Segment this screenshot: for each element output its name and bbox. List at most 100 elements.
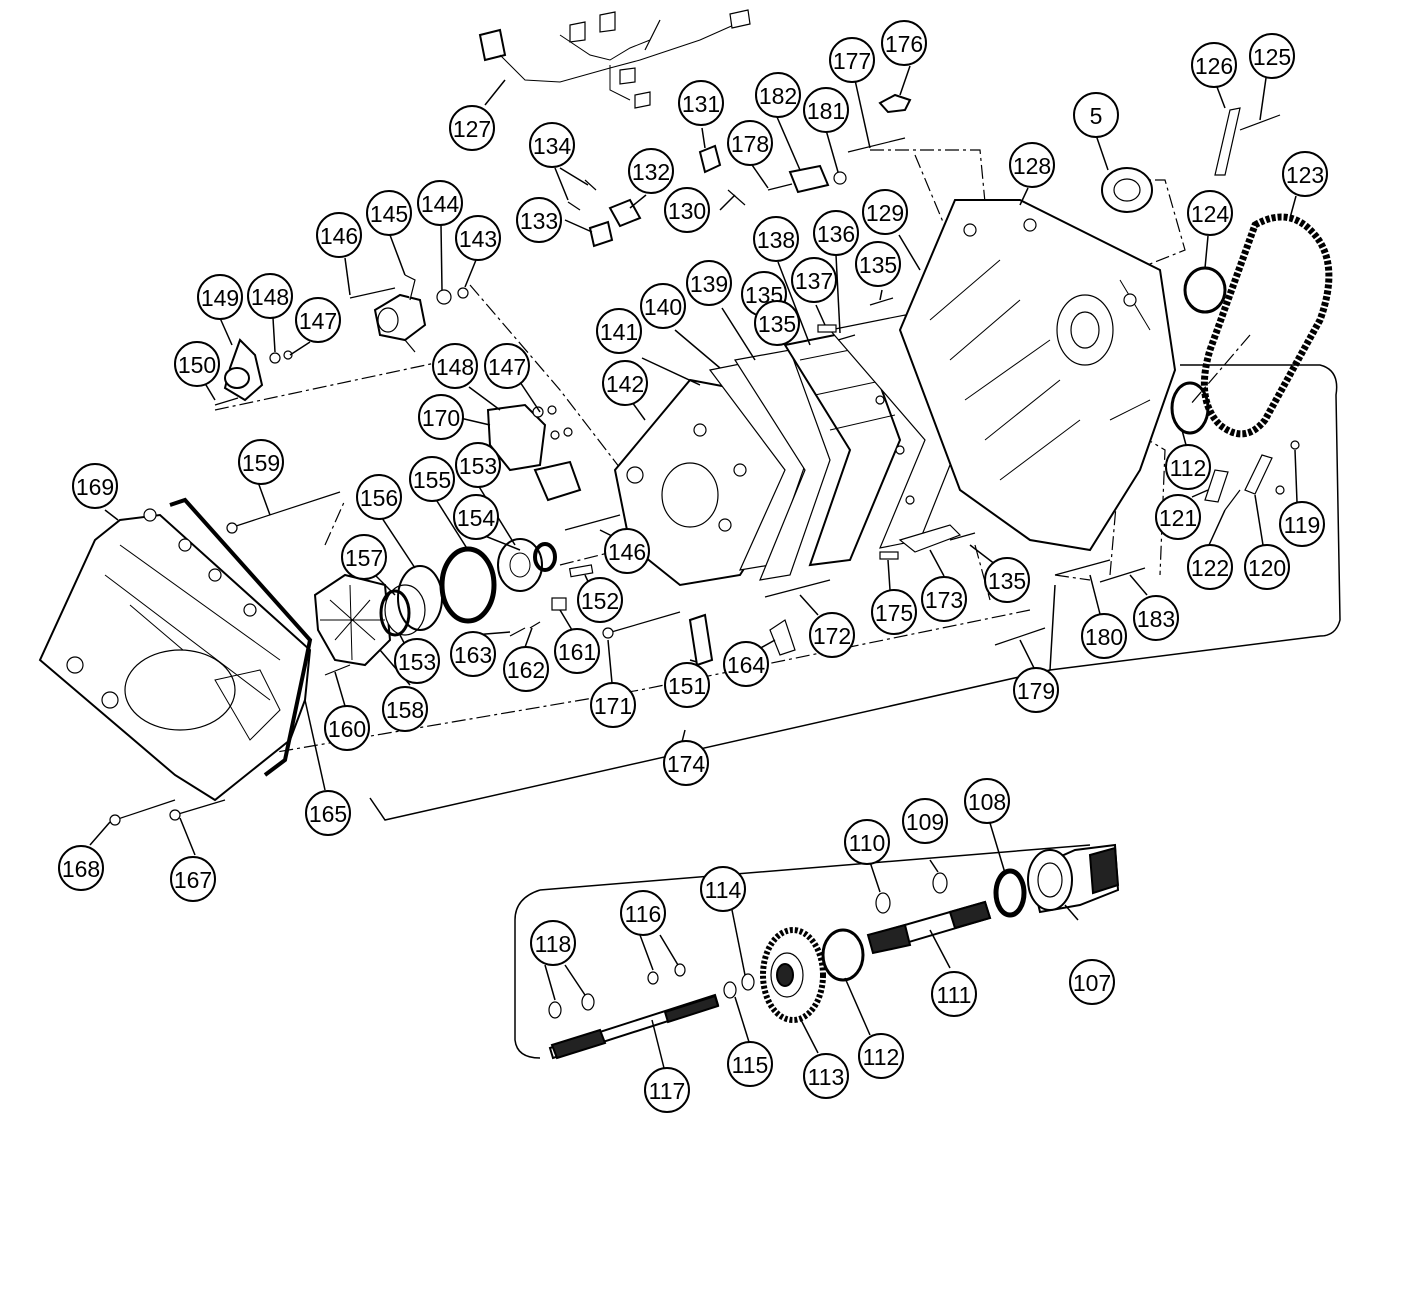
callout-number: 165 <box>309 801 347 827</box>
callout-179: 179 <box>1013 667 1059 713</box>
callout-circle <box>1073 92 1119 138</box>
callout-109: 109 <box>902 798 948 844</box>
bolt-178 <box>767 183 793 191</box>
callout-circle <box>809 612 855 658</box>
callout-number: 141 <box>600 319 638 345</box>
callout-number: 143 <box>459 226 497 252</box>
callout-circle <box>409 456 455 502</box>
callout-number: 175 <box>875 600 913 626</box>
callout-circle <box>455 442 501 488</box>
chain-123 <box>1200 213 1333 438</box>
callout-113: 113 <box>803 1053 849 1099</box>
callout-number: 131 <box>682 91 720 117</box>
callout-177: 177 <box>829 37 875 83</box>
callout-number: 108 <box>968 789 1006 815</box>
callout-160: 160 <box>324 705 370 751</box>
bracket-121 <box>1204 469 1229 503</box>
callout-circle <box>530 920 576 966</box>
oring-148-upper <box>269 352 281 364</box>
callout-circle <box>753 216 799 262</box>
callout-number: 152 <box>581 588 619 614</box>
callout-circle <box>855 241 901 287</box>
callout-circle <box>554 628 600 674</box>
callout-150: 150 <box>174 341 220 387</box>
bolt-135-c <box>949 532 976 541</box>
callout-183: 183 <box>1133 595 1179 641</box>
callout-174: 174 <box>663 740 709 786</box>
callout-167: 167 <box>170 856 216 902</box>
callout-number: 180 <box>1085 624 1123 650</box>
callout-number: 135 <box>859 252 897 278</box>
callout-circle <box>663 740 709 786</box>
bolt-146-upper <box>349 287 396 299</box>
bolt-172 <box>764 579 831 598</box>
callout-146: 146 <box>316 212 362 258</box>
rotor-154 <box>497 538 543 592</box>
callout-number: 144 <box>421 191 460 217</box>
callout-112: 112 <box>1165 444 1211 490</box>
callout-107: 107 <box>1069 959 1115 1005</box>
callout-circle <box>871 589 917 635</box>
callout-circle <box>1279 501 1325 547</box>
callout-151: 151 <box>664 662 710 708</box>
callout-circle <box>1249 33 1295 79</box>
pump-cover-158 <box>313 573 392 667</box>
callout-circle <box>881 20 927 66</box>
bolt-146-lower <box>564 514 621 531</box>
callout-181: 181 <box>803 87 849 133</box>
callout-135: 135 <box>855 241 901 287</box>
callout-circle <box>174 341 220 387</box>
plate-173 <box>898 524 962 553</box>
bolt-179 <box>994 627 1046 646</box>
callout-number: 174 <box>667 751 706 777</box>
callout-circle <box>727 1041 773 1087</box>
callout-number: 159 <box>242 450 280 476</box>
callout-circle <box>341 534 387 580</box>
ring-118b <box>581 993 595 1011</box>
sensor-130 <box>727 189 746 206</box>
callout-circle <box>1069 959 1115 1005</box>
callout-175: 175 <box>871 589 917 635</box>
callout-circle <box>394 638 440 684</box>
callout-number: 110 <box>849 830 886 856</box>
callout-number: 155 <box>413 467 451 493</box>
callout-number: 156 <box>360 485 398 511</box>
callout-circle <box>813 210 859 256</box>
callout-number: 123 <box>1286 162 1324 188</box>
callout-number: 168 <box>62 856 100 882</box>
callout-110: 110 <box>844 819 890 865</box>
callout-circle <box>1081 613 1127 659</box>
callout-138: 138 <box>753 216 799 262</box>
callout-number: 140 <box>644 294 682 320</box>
callout-number: 162 <box>507 657 545 683</box>
callout-number: 161 <box>558 639 596 665</box>
callout-circle <box>803 1053 849 1099</box>
callout-182: 182 <box>755 72 801 118</box>
callout-134: 134 <box>529 122 575 168</box>
callout-173: 173 <box>921 576 967 622</box>
callout-number: 170 <box>422 405 460 431</box>
callout-circle <box>727 120 773 166</box>
callout-circle <box>829 37 875 83</box>
callout-145: 145 <box>366 190 412 236</box>
callout-number: 164 <box>727 652 766 678</box>
callout-circle <box>418 394 464 440</box>
callout-number: 133 <box>520 208 558 234</box>
callout-number: 136 <box>817 221 855 247</box>
callout-108: 108 <box>964 778 1010 824</box>
callout-124: 124 <box>1187 190 1233 236</box>
callout-176: 176 <box>881 20 927 66</box>
callout-number: 137 <box>795 268 833 294</box>
callout-129: 129 <box>862 189 908 235</box>
callout-159: 159 <box>238 439 284 485</box>
callout-number: 125 <box>1253 44 1291 70</box>
callout-130: 130 <box>664 187 710 233</box>
callout-circle <box>803 87 849 133</box>
callout-number: 145 <box>370 201 408 227</box>
callout-116: 116 <box>620 890 666 936</box>
callout-circle <box>247 273 293 319</box>
callout-152: 152 <box>577 577 623 623</box>
callout-number: 128 <box>1013 153 1051 179</box>
solenoid-145 <box>373 274 427 353</box>
bolt-136 <box>837 334 856 341</box>
